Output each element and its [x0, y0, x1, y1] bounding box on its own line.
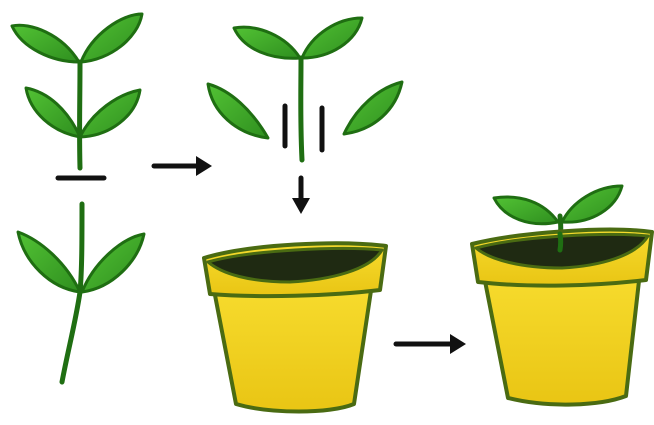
leaf-low-left: [18, 232, 80, 292]
pot-with-soil-icon: [204, 243, 386, 411]
trimmed-cutting-icon: [208, 18, 402, 160]
sprout-leaf-right: [562, 186, 622, 222]
leaf-top-right: [81, 14, 142, 62]
leaf-low-right: [82, 234, 144, 292]
leaf-mid-left: [26, 88, 80, 137]
arrow-down-icon: [292, 178, 310, 214]
pot-body: [214, 284, 372, 412]
leaf-mid-right: [80, 90, 140, 137]
leaf-top-left: [12, 25, 79, 62]
removed-leaf-left: [208, 84, 268, 138]
plant-cutting-icon: [12, 14, 144, 382]
removed-leaf-right: [344, 82, 402, 134]
arrow-right-icon: [154, 156, 212, 176]
leaf-cutting-left: [234, 27, 300, 58]
arrow-right-icon: [396, 334, 466, 354]
pot-body: [484, 272, 640, 405]
sprouting-pot-icon: [472, 186, 652, 405]
sprout-leaf-left: [494, 197, 558, 224]
leaf-cutting-right: [302, 18, 362, 58]
